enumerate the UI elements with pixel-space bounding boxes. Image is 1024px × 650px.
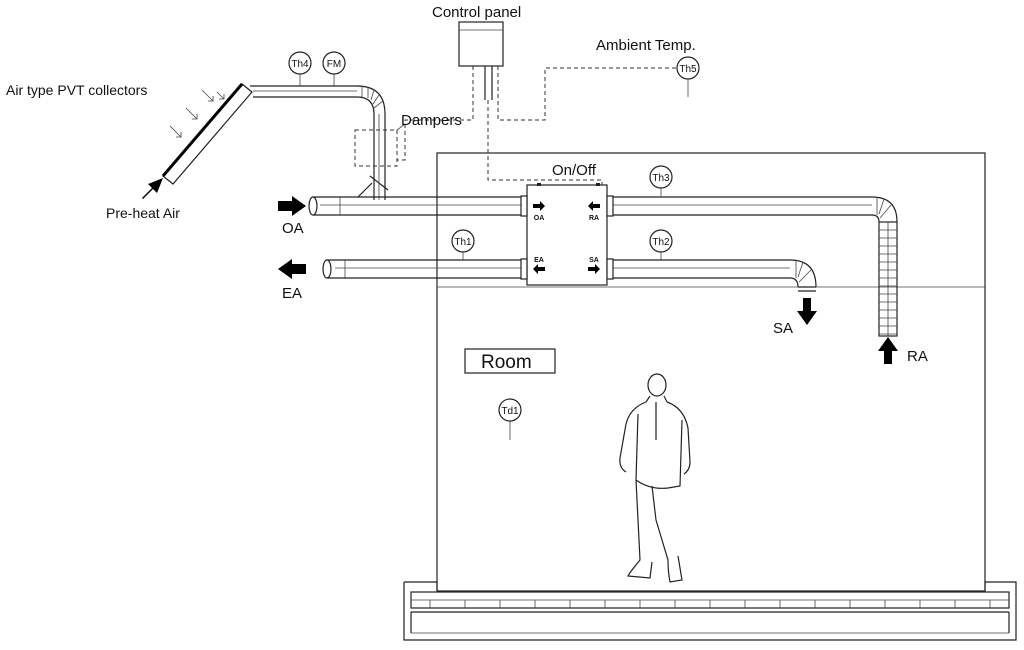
room-label-box <box>464 348 556 374</box>
preheat-arrow-icon <box>142 178 163 199</box>
hrv-port-ra: RA <box>589 215 599 222</box>
oa-duct <box>308 196 525 216</box>
sa-duct <box>610 259 817 292</box>
sensor-th2: Th2 <box>649 229 673 260</box>
dampers-box <box>354 129 398 167</box>
oa-arrow-icon <box>278 196 306 216</box>
svg-text:Td1: Td1 <box>501 406 519 417</box>
room-label: Room <box>481 352 532 373</box>
svg-text:FM: FM <box>327 59 341 70</box>
svg-text:Th1: Th1 <box>454 237 472 248</box>
sensor-th3: Th3 <box>649 165 673 197</box>
ra-arrow-icon <box>878 337 898 364</box>
wire-th5 <box>497 66 688 121</box>
room-walls <box>436 152 986 592</box>
person-figure <box>619 373 691 583</box>
dampers-label: Dampers <box>401 112 462 129</box>
wire-dampers <box>397 66 474 161</box>
ea-label: EA <box>282 285 302 302</box>
collector-duct <box>356 85 386 200</box>
sensor-th1: Th1 <box>451 229 475 260</box>
control-panel <box>458 21 504 100</box>
collectors-label: Air type PVT collectors <box>6 82 147 98</box>
hrv-port-oa: OA <box>534 215 545 222</box>
damper-blade-2 <box>369 175 389 191</box>
sa-label: SA <box>773 320 793 337</box>
svg-text:Th5: Th5 <box>679 64 697 75</box>
ea-duct <box>322 259 525 279</box>
hrv-port-sa: SA <box>589 257 599 264</box>
ea-arrow-icon <box>278 259 306 279</box>
floor-foundation <box>403 581 1017 641</box>
hrv-port-ea: EA <box>534 257 544 264</box>
svg-text:Th4: Th4 <box>291 59 309 70</box>
sensor-td1: Td1 <box>498 398 522 440</box>
sa-arrow-icon <box>797 298 817 325</box>
solar-rays <box>169 89 225 138</box>
on-off-label: On/Off <box>552 162 597 179</box>
preheat-label: Pre-heat Air <box>106 205 180 221</box>
svg-text:Th2: Th2 <box>652 237 670 248</box>
sensor-th4: Th4 <box>288 51 312 86</box>
control-panel-label: Control panel <box>432 4 521 21</box>
ra-label: RA <box>907 348 928 365</box>
hrv-unit: OA RA EA SA <box>520 183 614 286</box>
sensor-th5: Th5 <box>676 56 700 97</box>
pvt-collector <box>161 83 357 185</box>
ra-duct <box>610 196 898 337</box>
sensor-fm: FM <box>322 51 346 86</box>
svg-text:Th3: Th3 <box>652 173 670 184</box>
ambient-temp-label: Ambient Temp. <box>596 37 696 54</box>
oa-label: OA <box>282 220 304 237</box>
wire-hrv <box>487 100 603 185</box>
damper-blade-1 <box>357 182 373 198</box>
